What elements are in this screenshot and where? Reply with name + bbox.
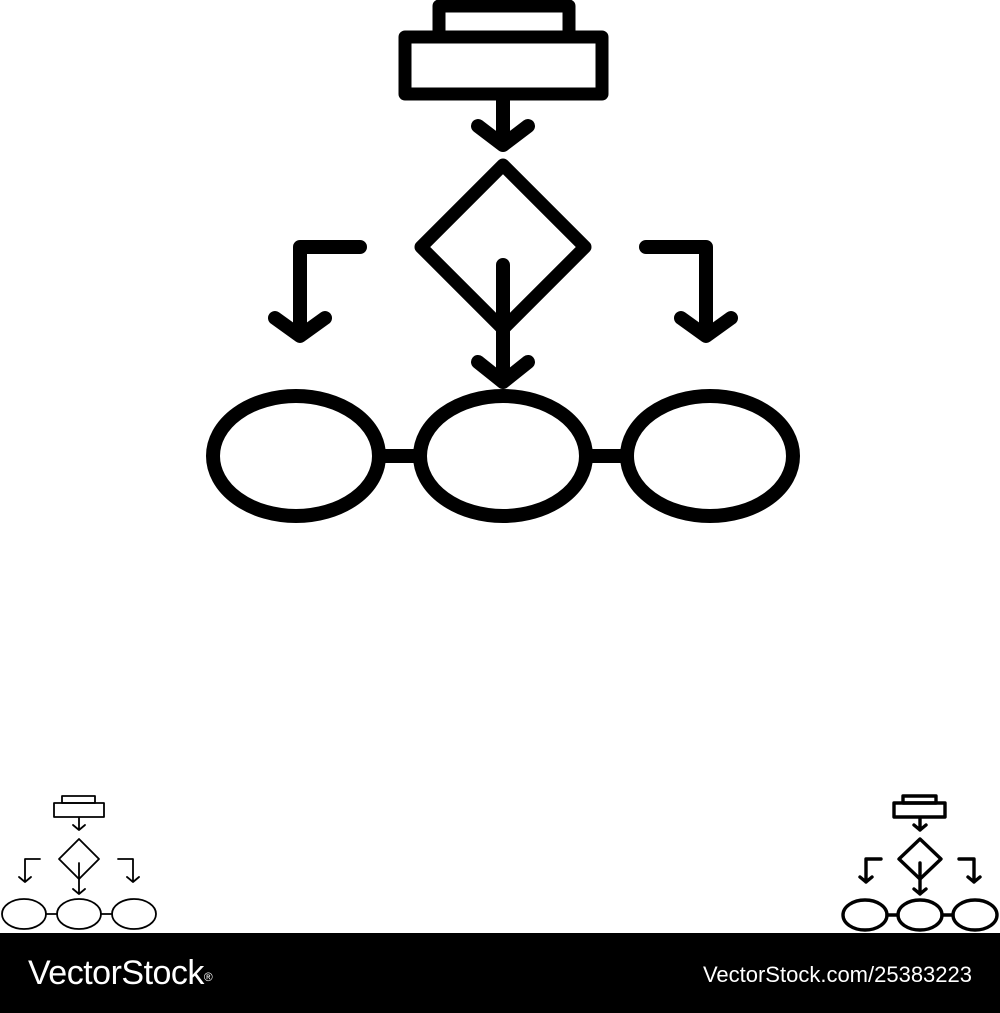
- output-node-right: [620, 389, 800, 523]
- brand-logo: VectorStock®: [28, 953, 213, 993]
- flowchart-glyph: [206, 0, 800, 523]
- arrow-right-branch: [639, 240, 738, 343]
- process-box: [398, 30, 609, 101]
- arrow-left-branch: [268, 240, 367, 343]
- arrow-center: [471, 258, 535, 389]
- brand-registered-mark: ®: [203, 970, 213, 984]
- process-box-tab: [432, 0, 576, 44]
- flowchart-icon-bold: [841, 794, 999, 932]
- flowchart-icon-large: [206, 0, 800, 523]
- image-reference: VectorStock.com/25383223: [702, 962, 972, 987]
- output-node-left: [206, 389, 386, 523]
- flowchart-icon-thin: [1, 795, 157, 930]
- arrow-to-decision: [471, 93, 535, 152]
- brand-name: VectorStock: [28, 954, 204, 992]
- output-node-center: [413, 389, 593, 523]
- footer-bar: VectorStock® VectorStock.com/25383223: [0, 933, 1000, 1013]
